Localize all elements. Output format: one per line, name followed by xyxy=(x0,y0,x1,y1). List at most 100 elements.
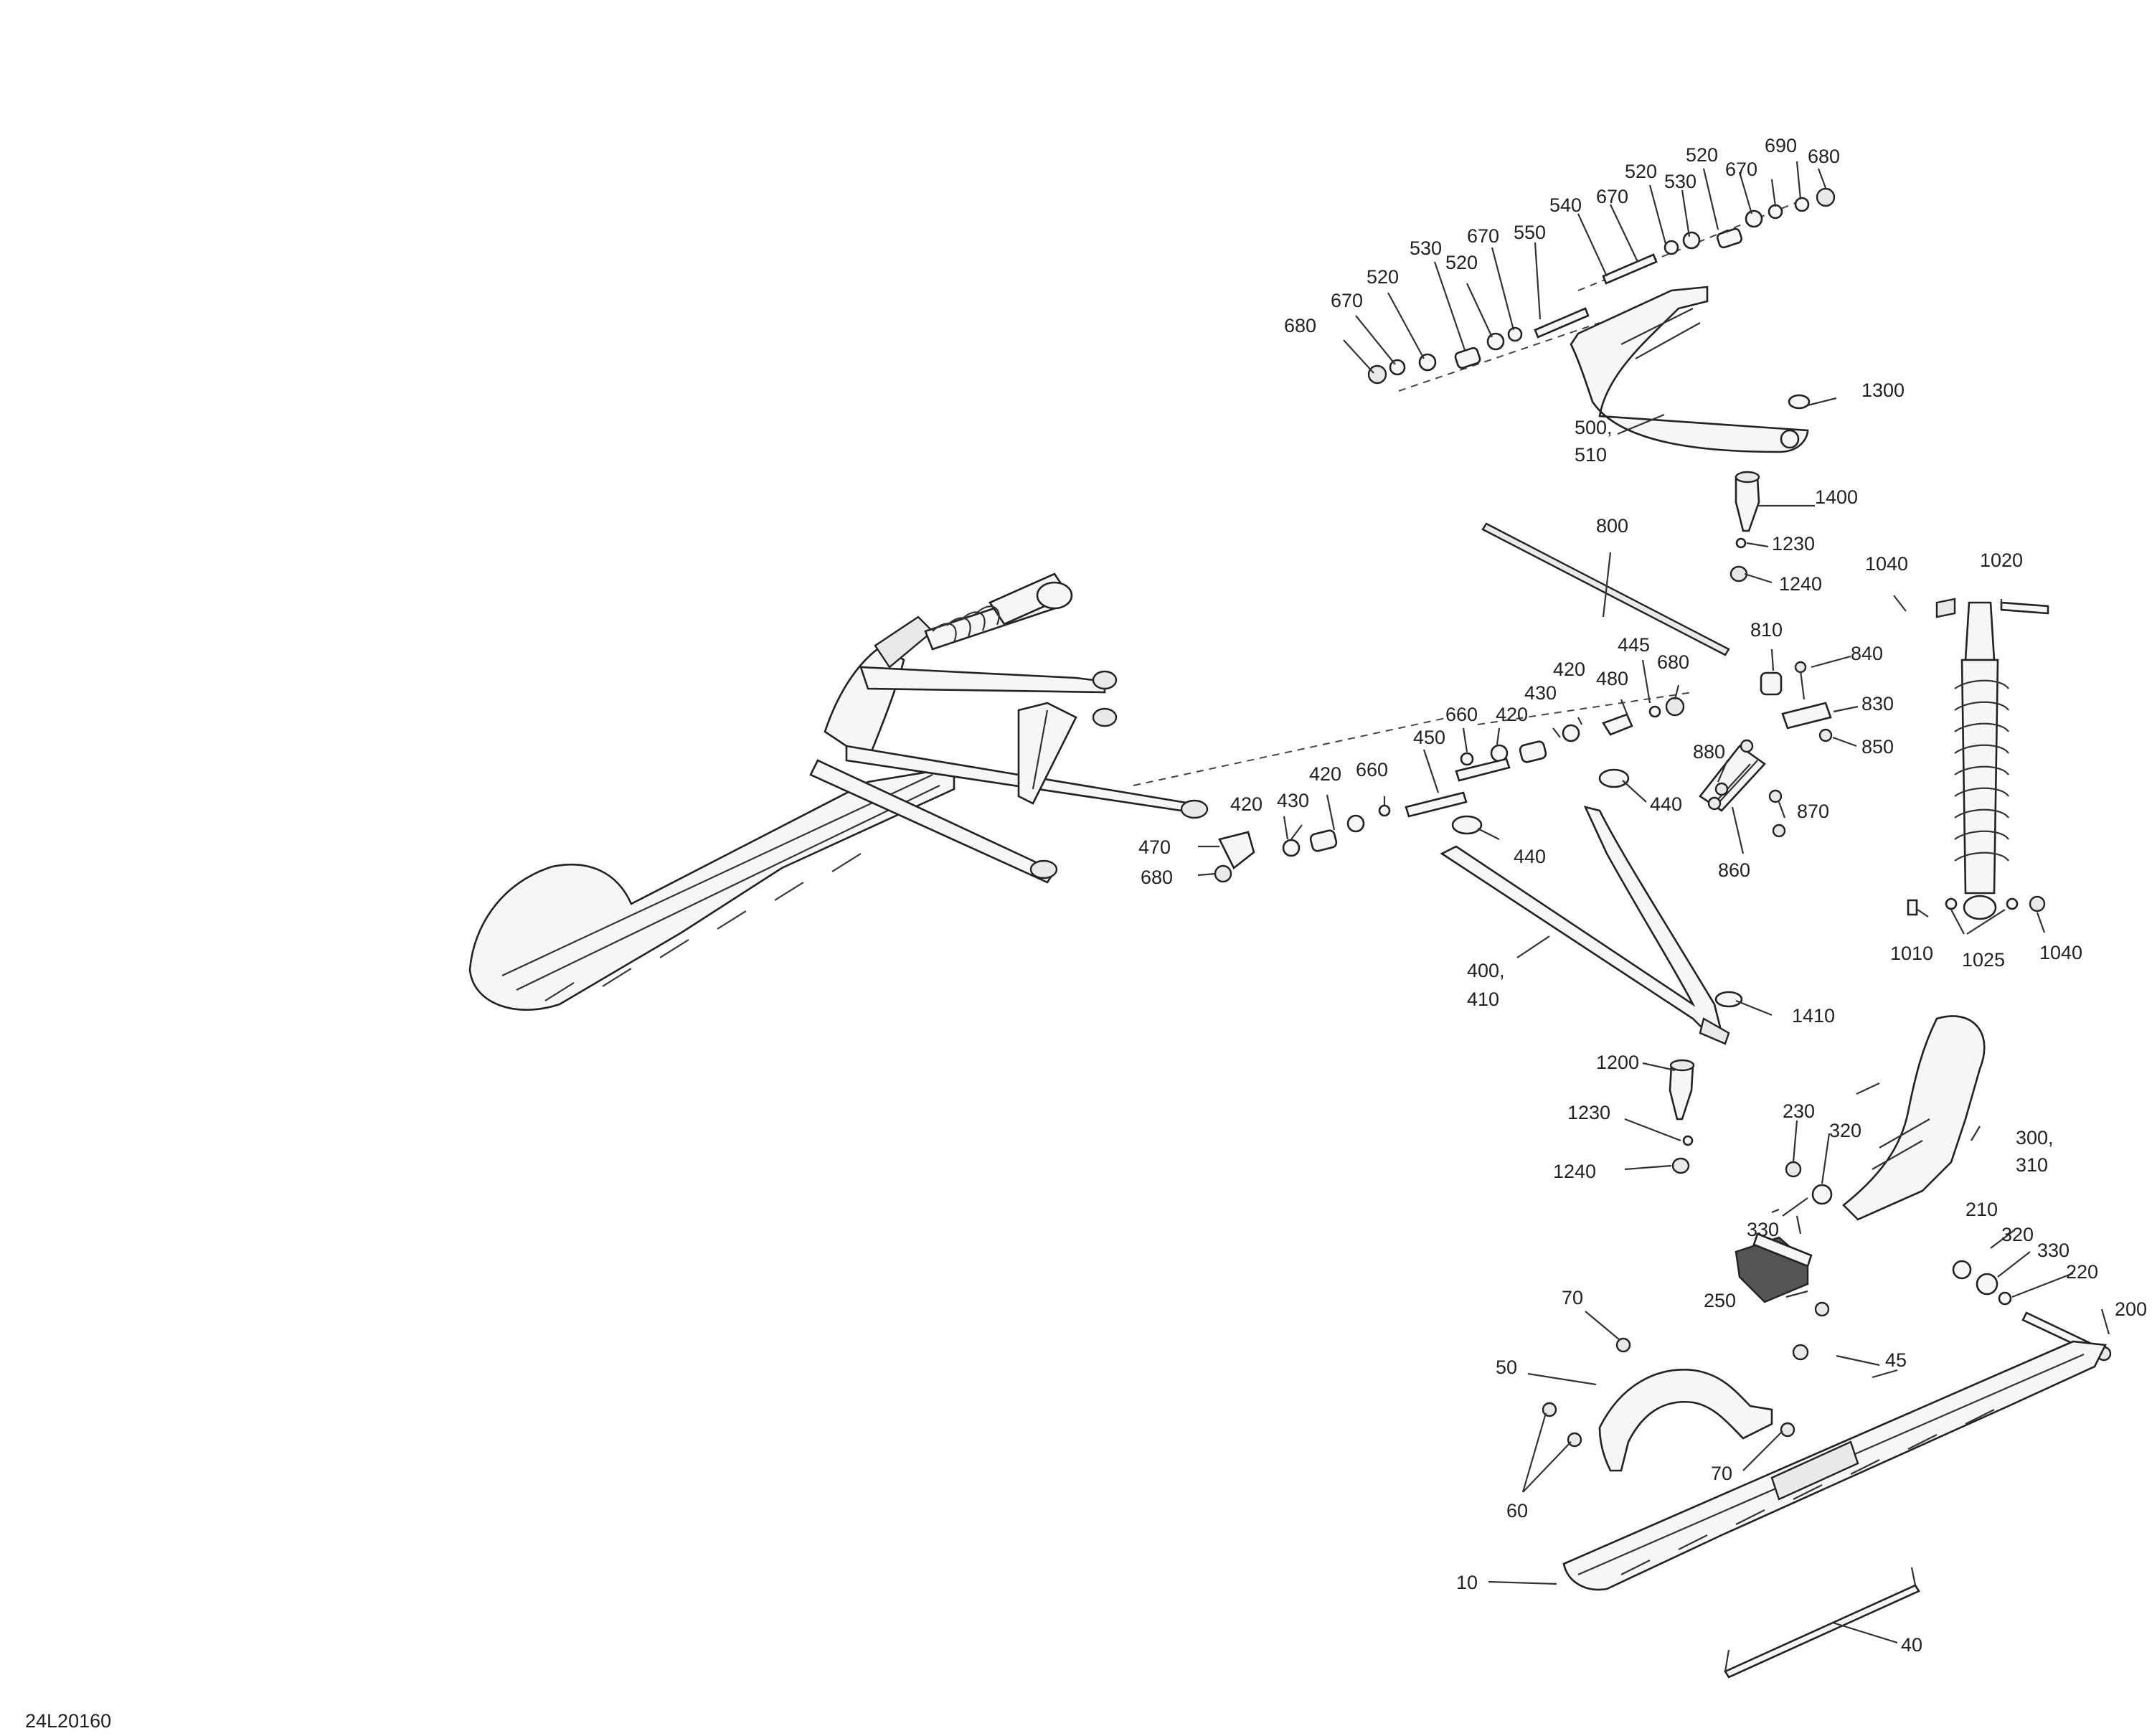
ski-group xyxy=(1542,1301,2107,1679)
callout-60: 60 xyxy=(1506,1500,1528,1522)
runner-40 xyxy=(1724,1584,1920,1679)
callout-660-b: 660 xyxy=(1356,759,1388,780)
bolt-1020 xyxy=(2000,601,2049,615)
callout-40: 40 xyxy=(1901,1634,1922,1656)
callout-680-a: 680 xyxy=(1284,315,1316,336)
lower-a-arm-group xyxy=(1214,697,1743,1174)
callout-680-d: 680 xyxy=(1141,867,1173,888)
callout-50: 50 xyxy=(1496,1357,1517,1378)
callout-690: 690 xyxy=(1765,135,1797,156)
callout-530-a: 530 xyxy=(1410,237,1442,259)
callout-520-d: 520 xyxy=(1686,144,1718,166)
ball-joint-1200 xyxy=(1669,1064,1694,1121)
callout-450: 450 xyxy=(1413,727,1445,748)
callout-250: 250 xyxy=(1704,1290,1736,1311)
callout-420-d: 420 xyxy=(1230,793,1263,815)
callout-420-a: 420 xyxy=(1553,659,1585,680)
callout-70-a: 70 xyxy=(1562,1287,1583,1308)
callout-400: 400, xyxy=(1467,960,1505,981)
callout-70-b: 70 xyxy=(1711,1463,1732,1484)
assembled-upper-a-arm xyxy=(859,666,1106,694)
callout-430-a: 430 xyxy=(1524,682,1557,704)
callout-1240-a: 1240 xyxy=(1779,573,1822,595)
callout-670-a: 670 xyxy=(1331,290,1363,311)
callout-800: 800 xyxy=(1596,515,1628,537)
bracket-830 xyxy=(1781,702,1832,730)
assembled-ski xyxy=(468,766,955,1011)
callout-1240-b: 1240 xyxy=(1553,1161,1596,1182)
callout-1010: 1010 xyxy=(1890,943,1933,964)
callout-1200: 1200 xyxy=(1596,1052,1639,1073)
callout-330-a: 330 xyxy=(1747,1219,1779,1240)
spindle-group xyxy=(1735,1015,2112,1362)
callout-1230-a: 1230 xyxy=(1772,533,1815,555)
callout-1400: 1400 xyxy=(1815,486,1858,508)
callout-45: 45 xyxy=(1885,1349,1907,1371)
callout-1410: 1410 xyxy=(1792,1005,1835,1027)
callout-1020: 1020 xyxy=(1980,549,2023,571)
callout-520-b: 520 xyxy=(1445,252,1478,273)
callout-320-a: 320 xyxy=(1829,1120,1861,1141)
callout-445: 445 xyxy=(1618,634,1650,656)
callout-670-d: 670 xyxy=(1725,159,1757,180)
callout-470: 470 xyxy=(1138,836,1171,858)
callout-1025: 1025 xyxy=(1962,949,2005,971)
callout-1040-b: 1040 xyxy=(2039,942,2082,963)
callout-1040-a: 1040 xyxy=(1865,553,1908,575)
ball-joint-1400 xyxy=(1735,476,1760,532)
assembled-suspension-view xyxy=(468,572,1209,1011)
bracket-470 xyxy=(1218,831,1255,870)
callout-480: 480 xyxy=(1596,668,1628,689)
callout-670-b: 670 xyxy=(1467,225,1499,247)
diagram-code: 24L20160 xyxy=(25,1710,111,1732)
callout-830: 830 xyxy=(1861,693,1894,714)
callout-670-c: 670 xyxy=(1596,186,1628,207)
callout-550: 550 xyxy=(1514,222,1546,243)
callout-410: 410 xyxy=(1467,989,1499,1010)
upper-a-arm xyxy=(1570,286,1809,453)
callout-1300: 1300 xyxy=(1861,379,1905,401)
sleeve-210 xyxy=(1752,1232,1813,1268)
callout-520-a: 520 xyxy=(1367,266,1399,288)
callout-labels: 680 670 520 530 520 670 550 540 670 520 … xyxy=(1138,135,2147,1656)
callout-230: 230 xyxy=(1783,1100,1815,1122)
nut-680 xyxy=(1367,364,1387,385)
callout-300: 300, xyxy=(2016,1127,2054,1148)
callout-530-b: 530 xyxy=(1664,171,1696,192)
callout-500: 500, xyxy=(1575,417,1613,438)
callout-1230-b: 1230 xyxy=(1567,1102,1610,1123)
callout-540: 540 xyxy=(1549,194,1582,216)
callout-310: 310 xyxy=(2016,1154,2048,1176)
callout-520-c: 520 xyxy=(1625,161,1657,182)
callout-420-c: 420 xyxy=(1309,763,1341,785)
bolt-1010 xyxy=(1907,899,1918,916)
callout-680-b: 680 xyxy=(1808,146,1840,167)
callout-860: 860 xyxy=(1718,859,1750,881)
callout-850: 850 xyxy=(1861,736,1894,758)
callout-810: 810 xyxy=(1750,619,1783,641)
callout-220: 220 xyxy=(2066,1261,2098,1283)
upper-a-arm-group xyxy=(1133,187,1836,786)
callout-840: 840 xyxy=(1851,643,1883,664)
callout-330-b: 330 xyxy=(2037,1240,2070,1261)
sway-bar-link-group xyxy=(1699,661,1833,838)
link-860 xyxy=(1699,745,1766,812)
callout-660-a: 660 xyxy=(1445,704,1478,725)
callout-430-b: 430 xyxy=(1277,790,1309,811)
leader-lines xyxy=(1197,161,2110,1644)
callout-10: 10 xyxy=(1456,1572,1478,1593)
callout-870: 870 xyxy=(1797,801,1829,822)
callout-320-b: 320 xyxy=(2001,1224,2034,1245)
callout-880: 880 xyxy=(1693,741,1725,763)
callout-680-c: 680 xyxy=(1657,651,1689,673)
callout-440-a: 440 xyxy=(1650,793,1682,815)
shock-group xyxy=(1907,598,2049,920)
callout-510: 510 xyxy=(1575,444,1607,466)
bushing-810 xyxy=(1760,671,1783,696)
callout-440-b: 440 xyxy=(1514,846,1546,867)
callout-210: 210 xyxy=(1965,1199,1998,1220)
shock-1000 xyxy=(1964,601,1996,661)
ski-handle-50 xyxy=(1598,1369,1773,1472)
